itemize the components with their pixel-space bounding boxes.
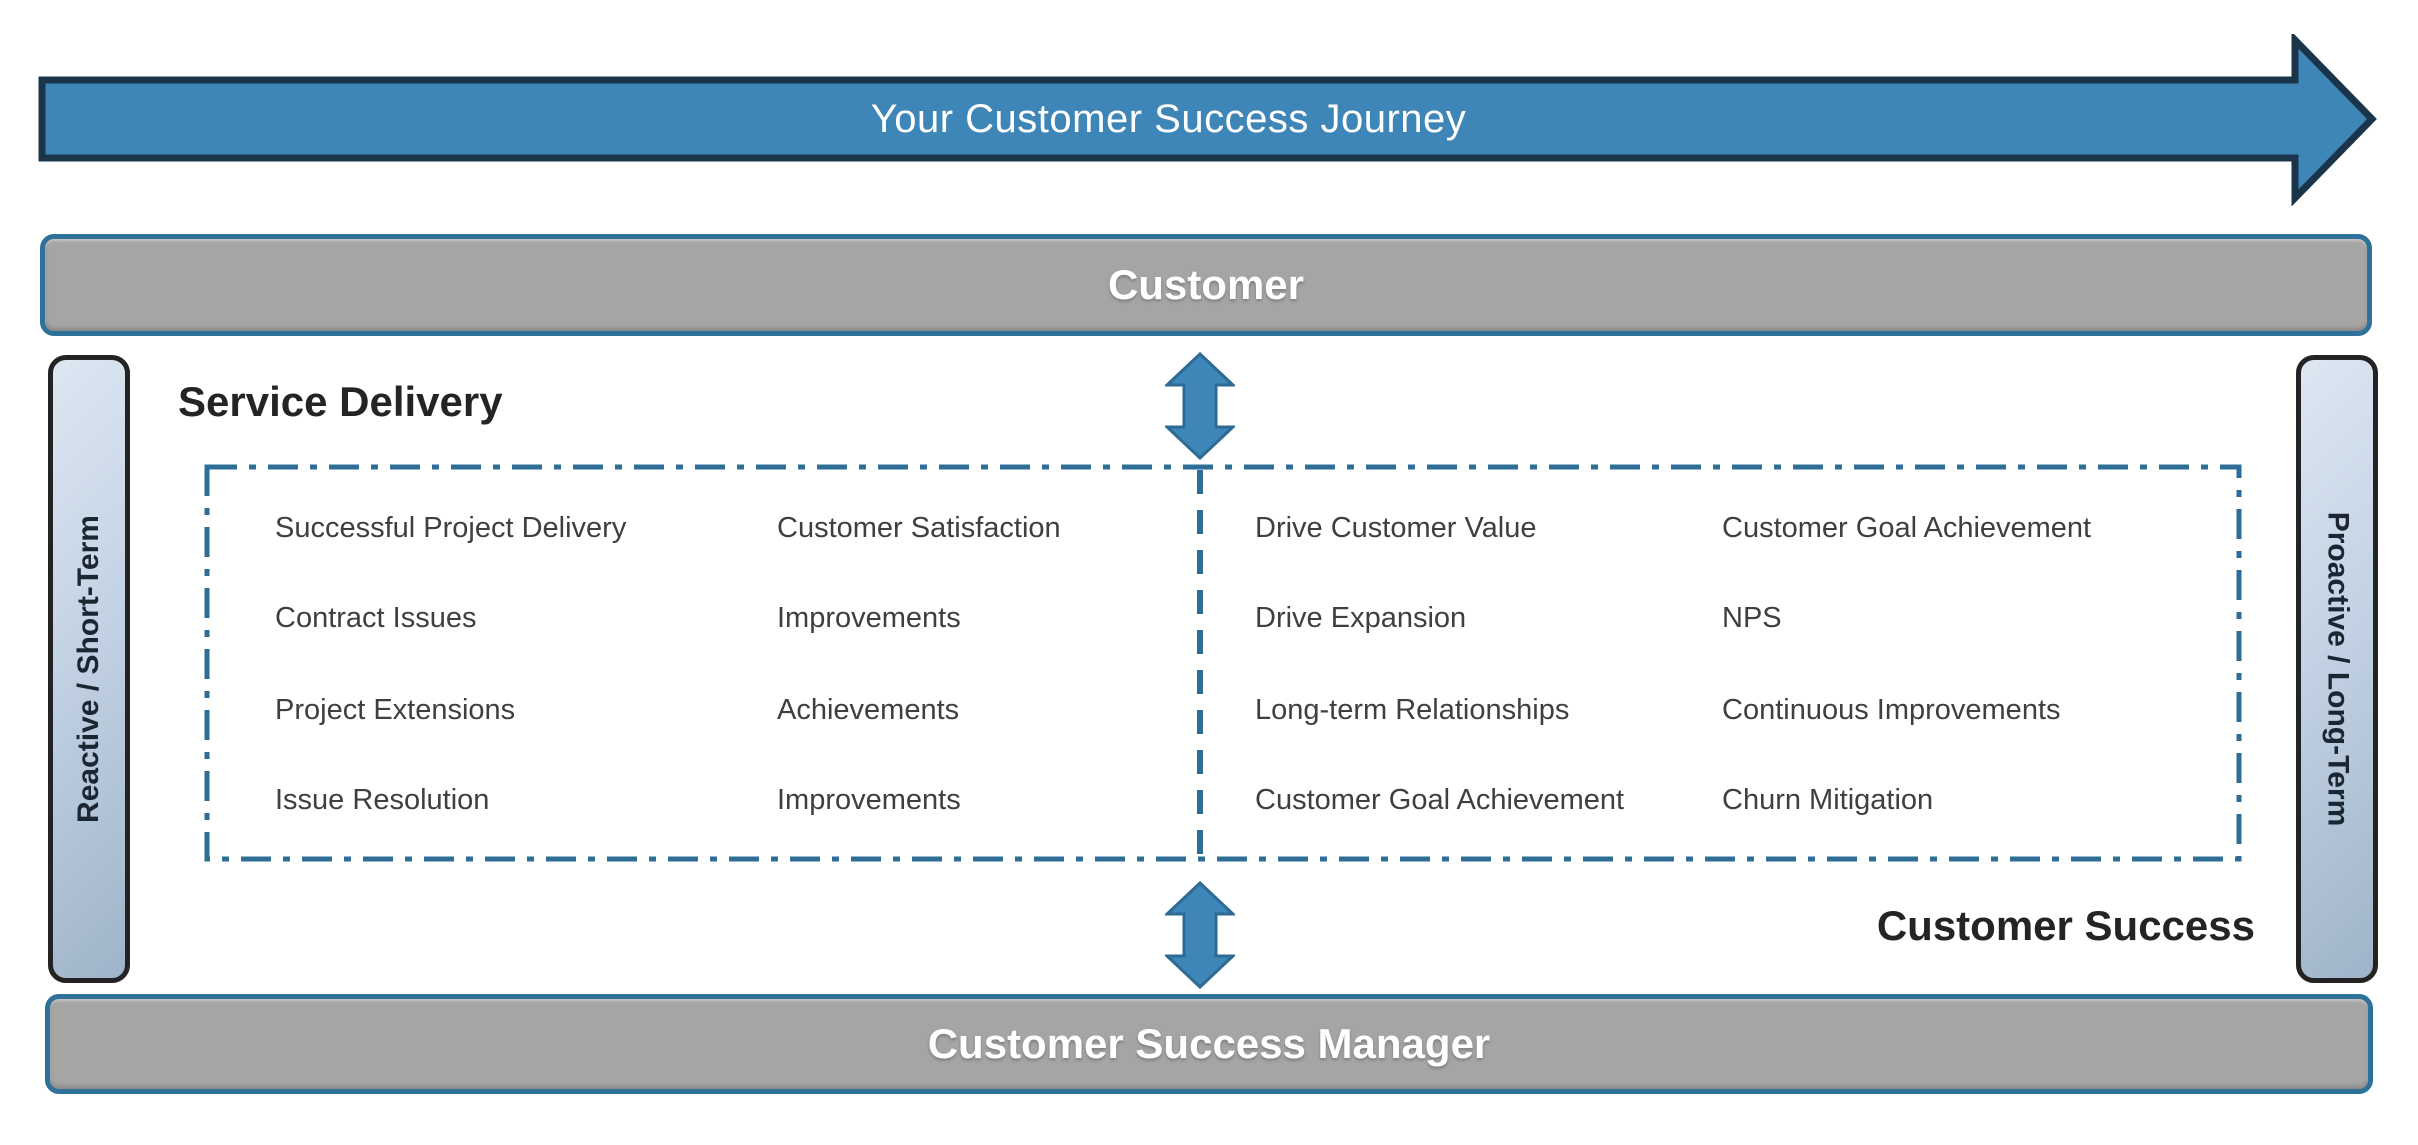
customer-success-item: Drive Expansion bbox=[1255, 602, 1467, 634]
service-delivery-item: Project Extensions bbox=[275, 694, 516, 726]
service-delivery-item: Successful Project Delivery bbox=[275, 512, 627, 544]
journey-banner-title: Your Customer Success Journey bbox=[870, 96, 1467, 141]
customer-success-item: Continuous Improvements bbox=[1722, 694, 2061, 726]
customer-success-item: Long-term Relationships bbox=[1255, 694, 1570, 726]
service-delivery-item: Issue Resolution bbox=[275, 784, 490, 816]
service-delivery-item: Customer Satisfaction bbox=[777, 512, 1061, 544]
service-delivery-item: Achievements bbox=[777, 694, 960, 726]
reactive-short-term-rail: Reactive / Short-Term bbox=[48, 355, 130, 983]
customer-success-title: Customer Success bbox=[1876, 902, 2255, 949]
service-delivery-item: Contract Issues bbox=[275, 602, 477, 634]
customer-success-item: NPS bbox=[1722, 602, 1782, 634]
service-delivery-title: Service Delivery bbox=[178, 378, 503, 425]
customer-success-manager-label: Customer Success Manager bbox=[927, 1020, 1491, 1067]
customer-success-manager-bar: Customer Success Manager bbox=[45, 994, 2373, 1094]
journey-arrow-icon bbox=[38, 34, 2377, 206]
customer-bar-label: Customer bbox=[1107, 261, 1305, 308]
proactive-long-term-rail: Proactive / Long-Term bbox=[2296, 355, 2378, 983]
updown-arrow-top-icon bbox=[1165, 352, 1235, 460]
service-delivery-item: Improvements bbox=[777, 602, 961, 634]
customer-success-item: Customer Goal Achievement bbox=[1255, 784, 1625, 816]
updown-arrow-bottom-icon bbox=[1165, 881, 1235, 989]
customer-success-item: Drive Customer Value bbox=[1255, 512, 1537, 544]
customer-bar: Customer bbox=[40, 234, 2372, 336]
service-delivery-item: Improvements bbox=[777, 784, 961, 816]
customer-success-item: Churn Mitigation bbox=[1722, 784, 1934, 816]
customer-success-item: Customer Goal Achievement bbox=[1722, 512, 2092, 544]
